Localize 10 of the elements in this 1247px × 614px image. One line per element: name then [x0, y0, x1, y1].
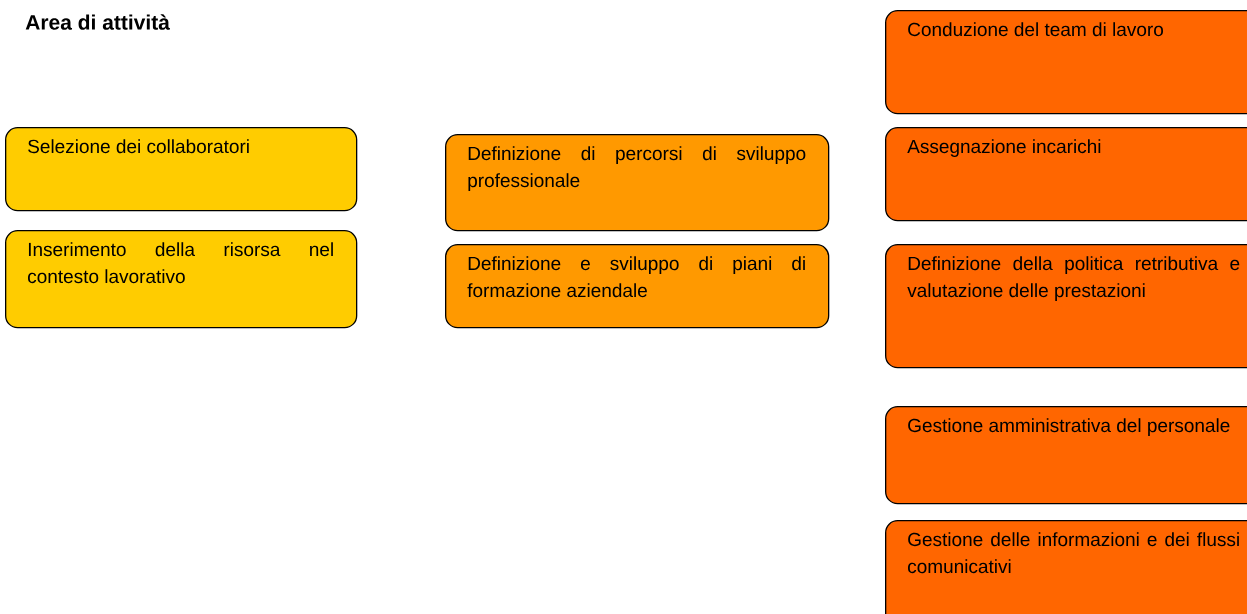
activity-box: Definizione della politica retributiva e valutazione delle prestazioni: [885, 244, 1247, 369]
activity-box: Definizione e sviluppo di piani di formazione aziendale: [445, 244, 830, 329]
activity-box: Inserimento della risorsa nel contesto lavorativo: [5, 230, 358, 329]
heading: Area di attività: [25, 14, 170, 30]
activity-box: Gestione delle informazioni e dei flussi comunicativi: [885, 520, 1247, 614]
activity-box: Definizione di percorsi di sviluppo professionale: [445, 134, 830, 232]
activity-box: Gestione amministrativa del personale: [885, 406, 1247, 505]
activity-box: Assegnazione incarichi: [885, 127, 1247, 222]
activity-box: Selezione dei collaboratori: [5, 127, 358, 212]
activity-box: Conduzione del team di lavoro: [885, 10, 1247, 115]
